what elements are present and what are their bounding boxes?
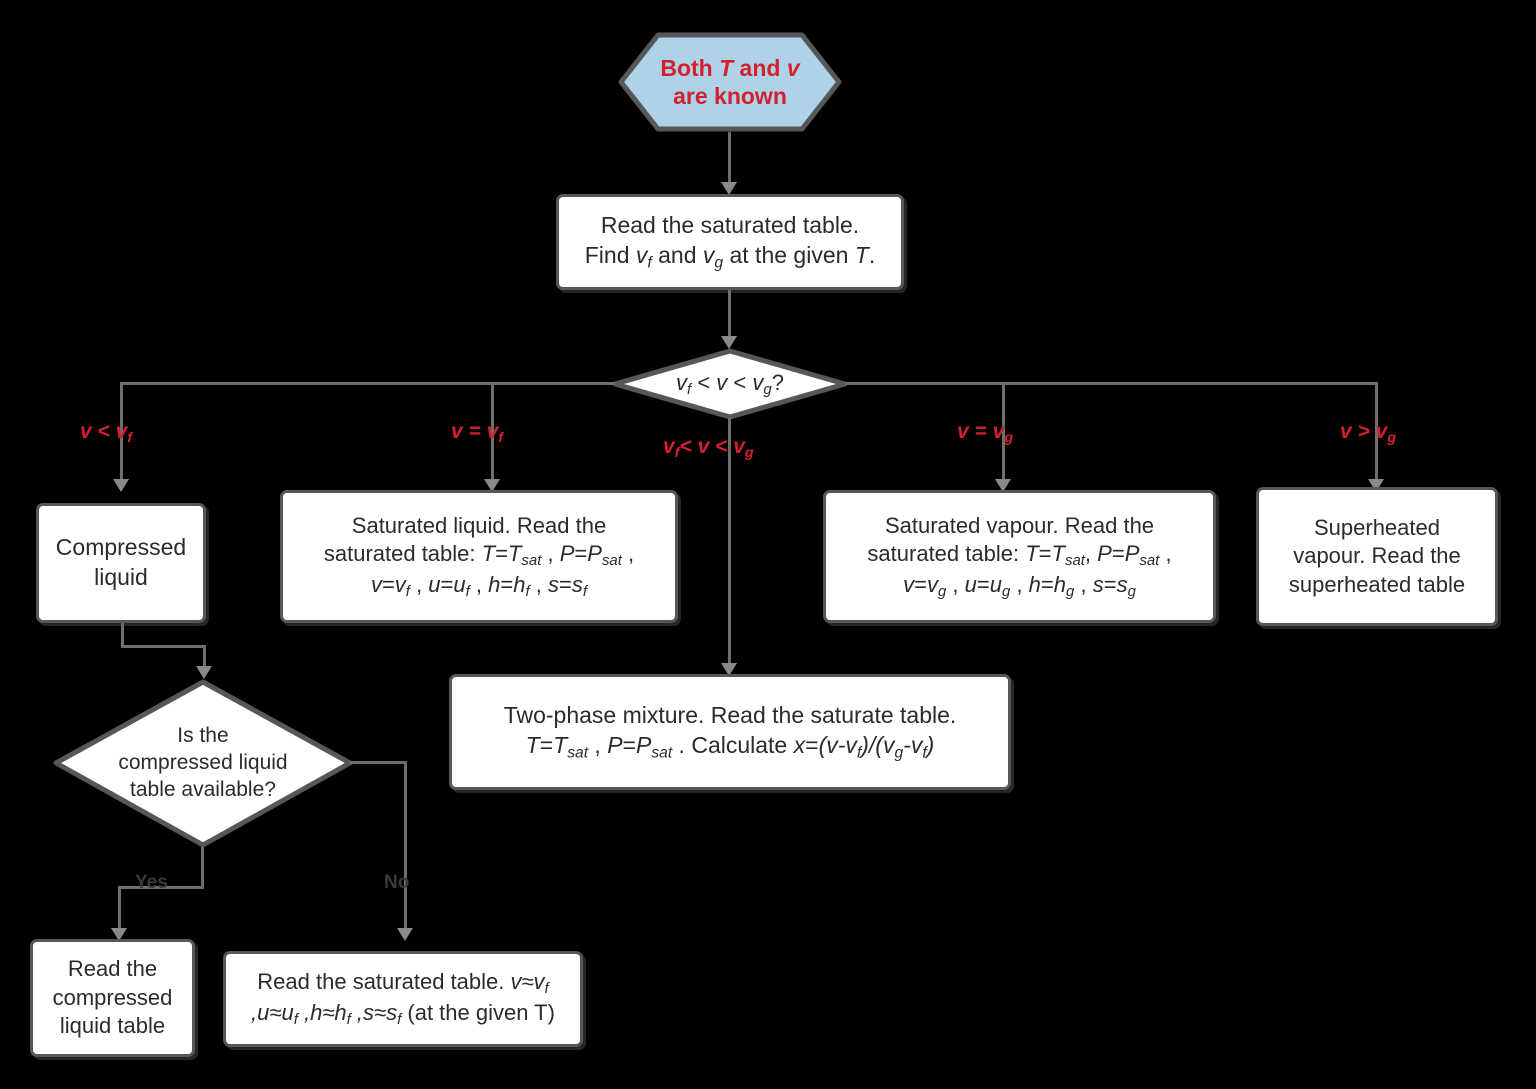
node-read-saturated-approx: Read the saturated table. v≈vf ,u≈uf ,h≈… [223,951,583,1047]
edge-label-eq-vf: v = vf [451,420,504,446]
connector-branch-gt-vg [1375,382,1378,484]
node-read-saturated-table: Read the saturated table. Find vf and vg… [556,194,904,290]
connector-cl-right [121,645,206,648]
hexagon-shape [618,32,842,132]
connector-bus-left [120,382,615,385]
connector-no-right [350,761,407,764]
connector-cl-into-decision [203,645,206,673]
arrowhead [113,479,129,492]
arrowhead [397,928,413,941]
connector-branch-eq-vg [1002,382,1005,484]
edge-label-between: vf< v < vg [663,435,754,461]
connector-yes-left [118,886,204,889]
node-label: vf < v < vg? [676,369,784,399]
node-decision-vf-v-vg: vf < v < vg? [612,348,848,420]
arrowhead [721,663,737,676]
diamond-shape [53,679,353,848]
arrowhead [196,666,212,679]
node-two-phase-mixture: Two-phase mixture. Read the saturate tab… [449,674,1011,790]
diamond-shape [612,348,848,420]
node-label: Two-phase mixture. Read the saturate tab… [503,701,957,761]
arrowhead [111,928,127,941]
connector-yes-into-box [118,886,121,933]
arrowhead [721,182,737,195]
arrowhead [995,479,1011,492]
connector-read-sat-to-decision [728,290,731,342]
connector-bus-right [845,382,1378,385]
connector-branch-between [728,418,731,670]
connector-no-down [404,761,407,933]
node-label: Saturated vapour. Read the saturated tab… [867,512,1172,600]
arrowhead [484,479,500,492]
edge-label-no: No [384,872,410,893]
edge-label-gt-vg: v > vg [1340,420,1397,446]
connector-branch-eq-vf [491,382,494,484]
connector-branch-lt-vf [120,382,123,484]
node-label: Read the saturated table. v≈vf ,u≈uf ,h≈… [251,969,555,1029]
edge-label-lt-vf: v < vf [80,420,133,446]
connector-yes-down [201,847,204,889]
node-label: Saturated liquid. Read the saturated tab… [323,512,635,600]
node-saturated-liquid: Saturated liquid. Read the saturated tab… [280,490,678,623]
edge-label-yes: Yes [135,872,168,893]
node-saturated-vapour: Saturated vapour. Read the saturated tab… [823,490,1216,623]
connector-start-to-read-sat [728,132,731,187]
connector-cl-down [121,623,124,648]
arrowhead [721,336,737,349]
edge-label-eq-vg: v = vg [957,420,1014,446]
node-label: Read the saturated table. Find vf and vg… [584,211,876,271]
